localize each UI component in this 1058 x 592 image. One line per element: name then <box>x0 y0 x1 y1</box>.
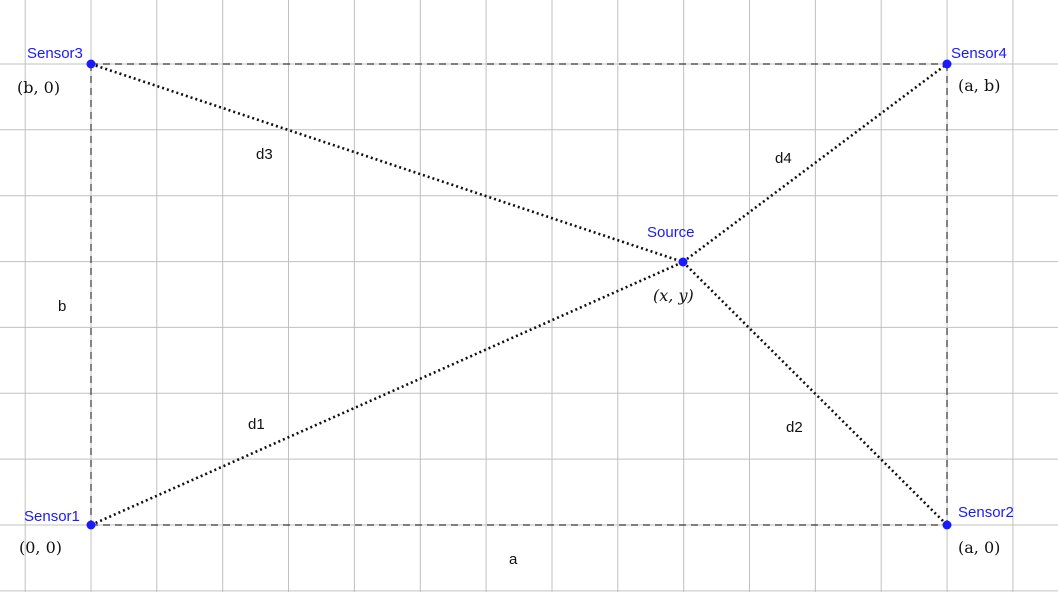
point-labels: Sensor3 Sensor4 Sensor1 Sensor2 Source <box>24 45 1014 525</box>
sensor4-label: Sensor4 <box>951 45 1007 62</box>
distance-line-d2 <box>682 261 948 526</box>
distance-label-d2: d2 <box>786 419 803 436</box>
source-point[interactable] <box>678 257 688 267</box>
height-label: b <box>58 298 66 315</box>
rectangle-edges <box>90 63 948 526</box>
sensor4-point[interactable] <box>942 59 952 69</box>
sensor4-coordinates: (a, b) <box>958 76 1000 95</box>
distance-lines <box>90 62 948 527</box>
width-label: a <box>509 551 518 568</box>
distance-line-d3 <box>90 62 684 264</box>
distance-line-d4 <box>682 62 948 264</box>
sensor1-label: Sensor1 <box>24 508 80 525</box>
distance-label-d1: d1 <box>248 416 265 433</box>
points <box>86 59 952 530</box>
sensor2-coordinates: (a, 0) <box>958 538 1000 557</box>
source-label: Source <box>647 224 695 241</box>
source-coordinates: (x, y) <box>653 286 694 305</box>
sensor2-point[interactable] <box>942 520 952 530</box>
measure-labels: b a d1 d2 d3 d4 <box>58 146 803 568</box>
coordinate-labels: (b, 0) (a, b) (0, 0) (a, 0) (x, y) <box>17 76 1000 557</box>
sensor3-label: Sensor3 <box>27 45 83 62</box>
sensor1-point[interactable] <box>86 520 96 530</box>
sensor1-coordinates: (0, 0) <box>19 538 62 557</box>
sensor2-label: Sensor2 <box>958 504 1014 521</box>
sensor3-point[interactable] <box>86 59 96 69</box>
sensor3-coordinates: (b, 0) <box>17 78 60 97</box>
distance-label-d4: d4 <box>775 150 792 167</box>
distance-label-d3: d3 <box>256 146 273 163</box>
